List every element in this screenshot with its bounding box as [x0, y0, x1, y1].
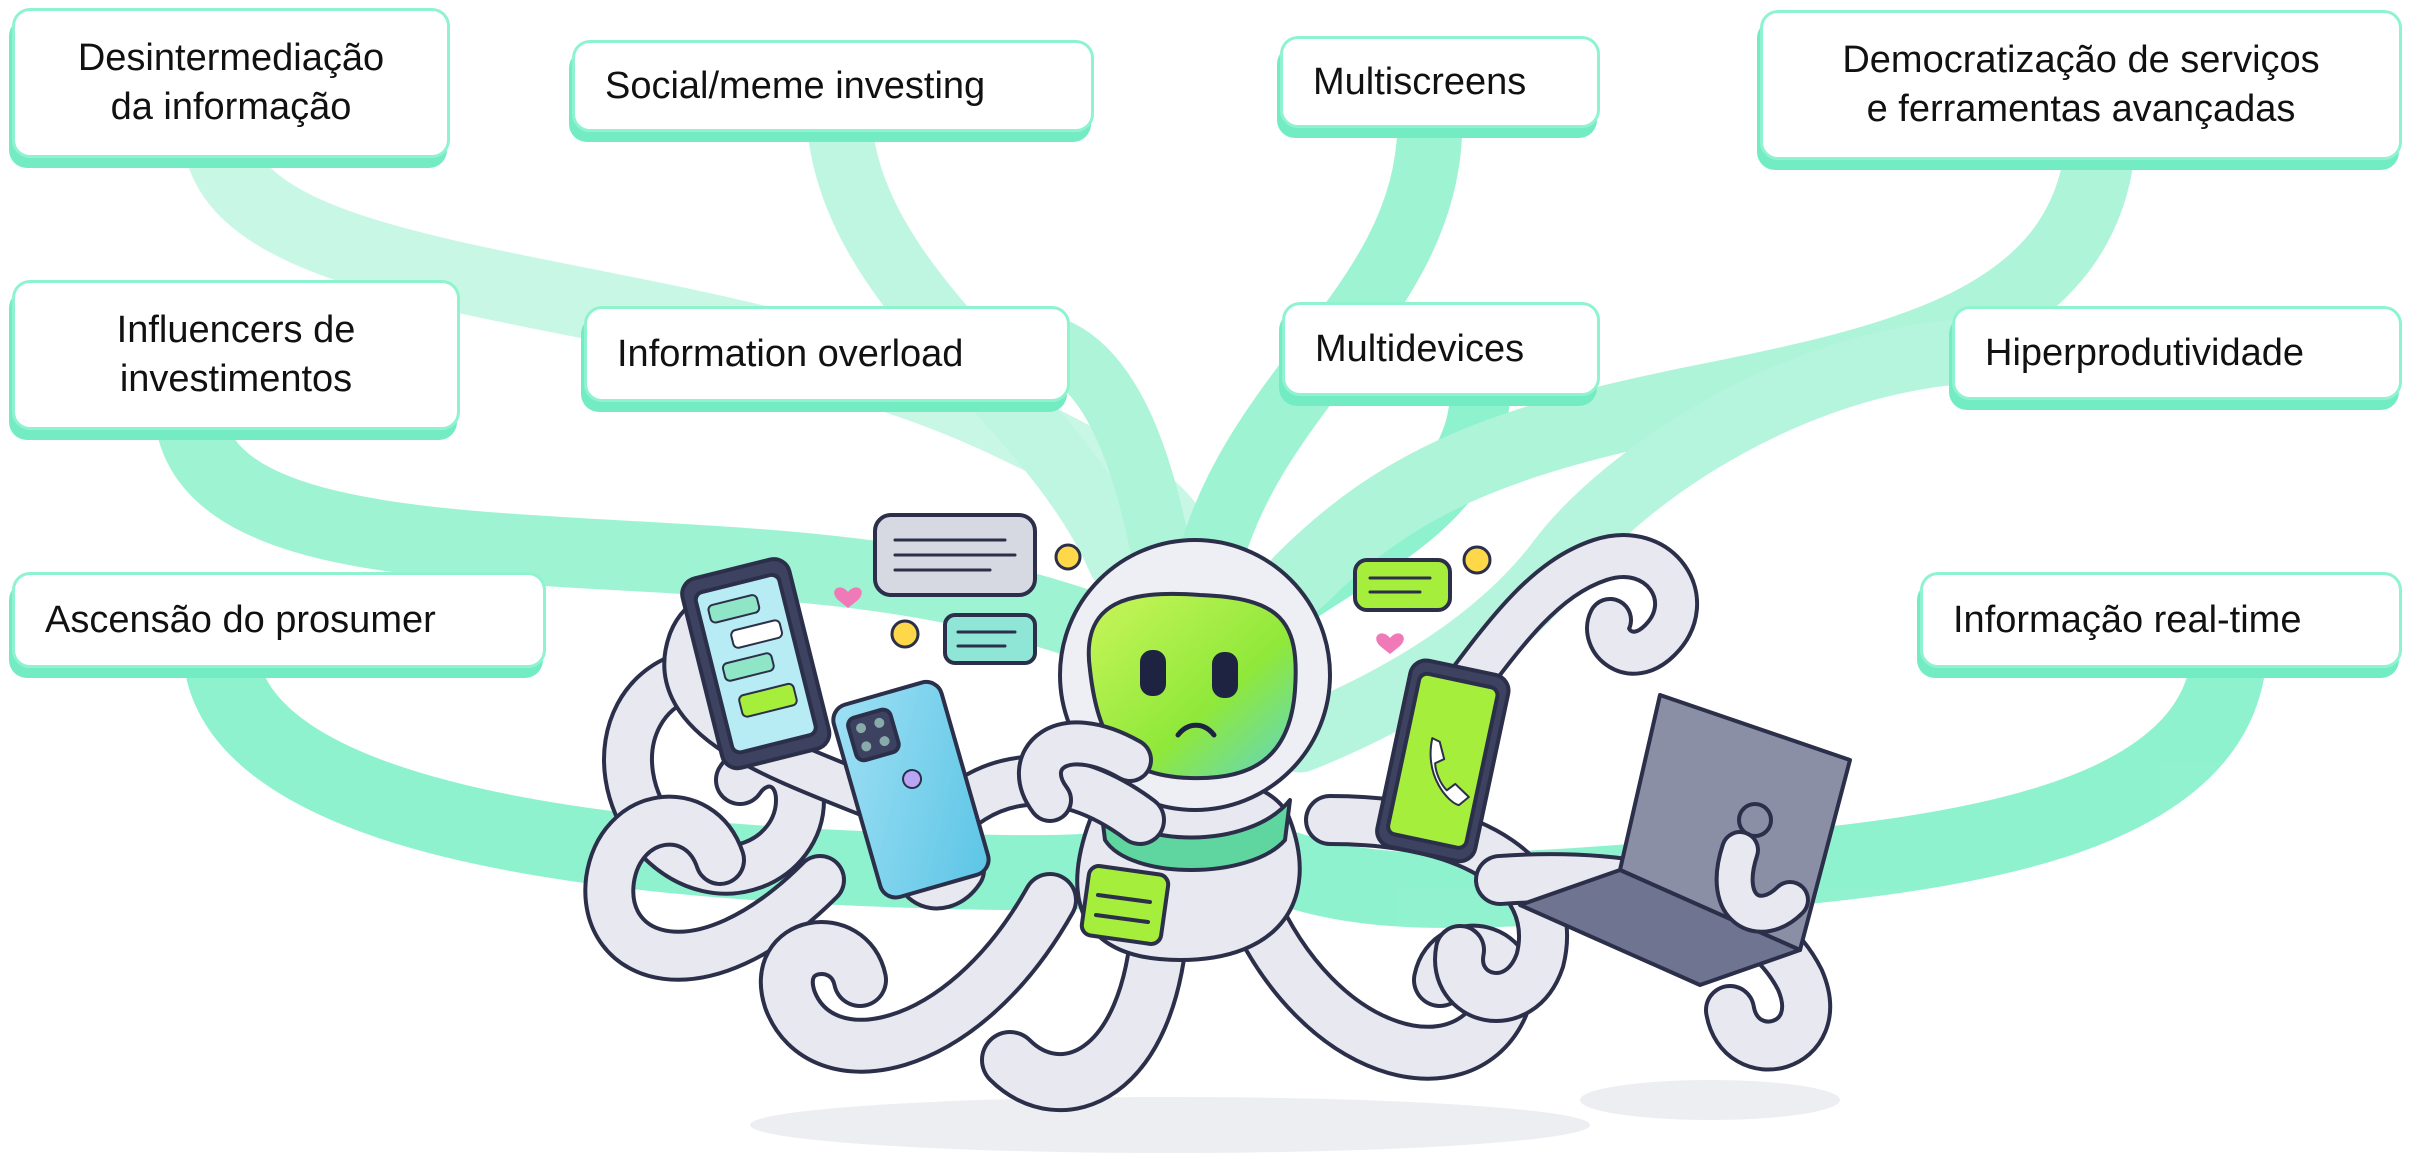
label-multidevices-text: Multidevices [1315, 327, 1525, 370]
label-multiscreens-text: Multiscreens [1313, 60, 1527, 103]
label-influencers-text: Influencers de investimentos [116, 309, 356, 400]
chat-bubble-gray [873, 513, 1037, 597]
eye-left [1140, 650, 1166, 696]
phone-back [831, 679, 991, 900]
heart-icon-1 [834, 587, 862, 608]
ground-shadow-right [1580, 1080, 1840, 1120]
label-ascensao-prosumer-text: Ascensão do prosumer [45, 598, 436, 641]
phone-call [1375, 658, 1511, 864]
ground-shadow [750, 1097, 1590, 1153]
body-badge [1079, 864, 1171, 946]
label-social-meme-text: Social/meme investing [605, 64, 986, 107]
emoji-smile-3 [1462, 545, 1492, 575]
label-desintermediacao-text: Desintermediação da informação [77, 37, 385, 128]
label-democratizacao: Democratização de serviços e ferramentas… [1760, 10, 2402, 160]
label-information-overload-text: Information overload [617, 332, 964, 375]
label-influencers: Influencers de investimentos [12, 280, 460, 430]
octopus-illustration [583, 513, 1852, 1153]
label-hiperprodutividade-text: Hiperprodutividade [1985, 331, 2304, 374]
label-hiperprodutividade: Hiperprodutividade [1952, 306, 2402, 400]
eye-right [1212, 652, 1238, 698]
label-informacao-realtime: Informação real-time [1920, 572, 2402, 668]
chat-bubble-teal [943, 613, 1037, 665]
label-democratizacao-text: Democratização de serviços e ferramentas… [1842, 39, 2320, 130]
label-multidevices: Multidevices [1282, 302, 1600, 396]
label-information-overload: Information overload [584, 306, 1070, 402]
label-multiscreens: Multiscreens [1280, 36, 1600, 128]
label-informacao-realtime-text: Informação real-time [1953, 598, 2302, 641]
emoji-smile-1 [1054, 543, 1082, 571]
stream-democratizacao [1265, 115, 2135, 615]
phone-chat [680, 557, 832, 771]
heart-icon-2 [1376, 633, 1404, 654]
label-ascensao-prosumer: Ascensão do prosumer [12, 572, 546, 668]
label-desintermediacao: Desintermediação da informação [12, 8, 450, 158]
laptop [1518, 693, 1852, 987]
chat-bubble-green [1353, 558, 1452, 612]
mouth [1175, 722, 1217, 738]
emoji-smile-2 [890, 619, 920, 649]
label-social-meme: Social/meme investing [572, 40, 1094, 132]
